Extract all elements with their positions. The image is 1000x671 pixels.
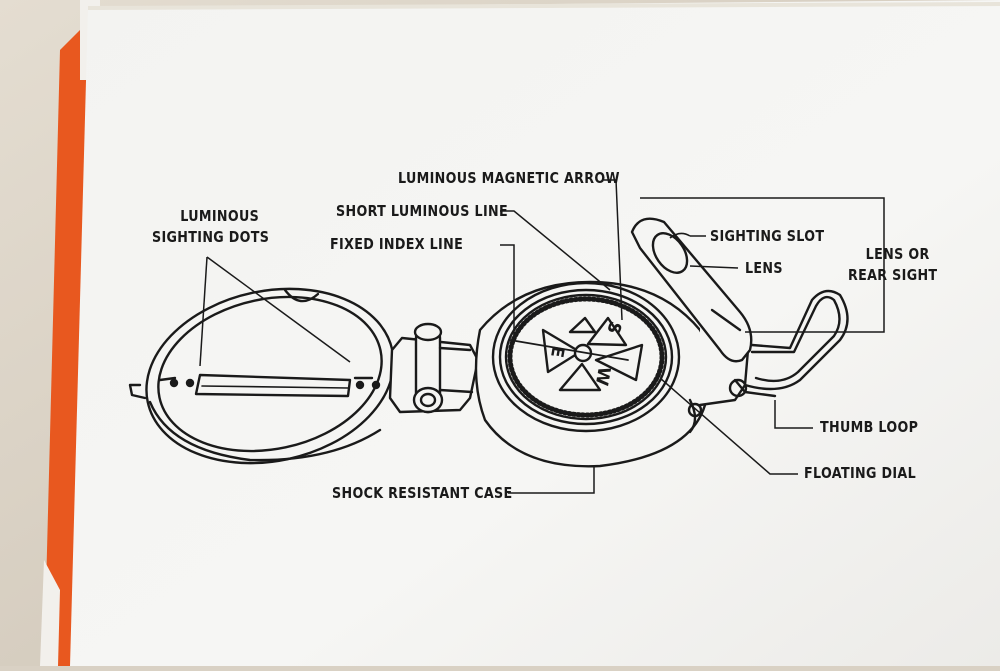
dial-letter-w: W (591, 365, 614, 387)
box-torn-corner (40, 560, 60, 666)
label-short-luminous-line: SHORT LUMINOUS LINE (336, 202, 508, 220)
label-thumb-loop: THUMB LOOP (820, 418, 919, 436)
rear-sight (630, 217, 753, 363)
label-lens: LENS (745, 259, 783, 277)
label-line: LUMINOUS (180, 207, 260, 225)
label-lens-or-rear-sight: LENS OR REAR SIGHT (848, 244, 937, 286)
label-luminous-magnetic-arrow: LUMINOUS MAGNETIC ARROW (398, 169, 620, 187)
label-sighting-slot: SIGHTING SLOT (710, 227, 825, 245)
thumb-loop (733, 289, 849, 398)
label-fixed-index-line: FIXED INDEX LINE (330, 235, 464, 253)
label-line: REAR SIGHT (848, 266, 938, 284)
dial-letter-e: E (546, 344, 568, 359)
sighting-wire (169, 373, 381, 398)
label-line: LENS OR (865, 245, 930, 263)
compass-hinge (388, 322, 480, 414)
label-luminous-sighting-dots: LUMINOUS SIGHTING DOTS (152, 206, 269, 248)
leader-lines (199, 179, 885, 494)
label-line: SIGHTING DOTS (152, 228, 270, 246)
label-shock-resistant-case: SHOCK RESISTANT CASE (332, 484, 513, 502)
label-floating-dial: FLOATING DIAL (804, 464, 917, 482)
floating-dial (491, 281, 681, 433)
